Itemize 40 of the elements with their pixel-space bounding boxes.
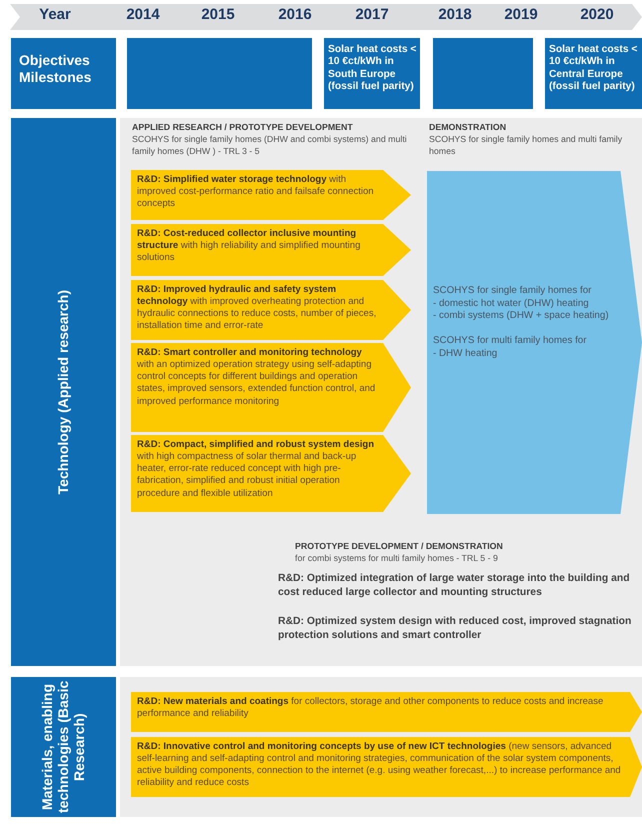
year-label: 2014 [126, 6, 160, 23]
section-heading: PROTOTYPE DEVELOPMENT / DEMONSTRATION [295, 541, 504, 553]
arrow-banner: R&D: Innovative control and monitoring concepts by use of new ICT technologies (new sensors, advanced self-learning and self-adapting control and monitoring strategies, communication of the solar system components, active building components, connection to the internet (e.g. using weather forecast,...) to increase performance and reliability and reduce costs [131, 737, 642, 797]
year-label: 2018 [438, 6, 472, 23]
arrow-banner: R&D: Improved hydraulic and safety system technology with improved overheating protection and hydraulic connections to reduce costs, number of pieces, installation time and error-rate [131, 280, 411, 340]
arrow-banner: R&D: Simplified water storage technology with improved cost-performance ratio and failsafe connection concepts [131, 170, 411, 220]
row-header: Objectives Milestones [11, 38, 116, 109]
subtitle: for combi systems for multi family homes - TRL 5 - 9 [295, 553, 499, 565]
list-text: - DHW heating [433, 348, 498, 361]
arrow-banner [427, 171, 642, 514]
year-label: 2015 [201, 6, 235, 23]
arrow-banner: R&D: Cost-reduced collector inclusive mounting structure with high reliability and simplified mounting solutions [131, 224, 411, 276]
list-text: - combi systems (DHW + space heating) [433, 310, 610, 324]
row-header: Year [39, 6, 71, 23]
research-item: R&D: Optimized system design with reduced cost, improved stagnation protection solutions and smart controller [278, 615, 632, 642]
subtitle: SCOHYS for single family homes (DHW and combi systems) and multi family homes (DHW ) - TRL 3 - 5 [132, 134, 408, 158]
subtitle: SCOHYS for single family homes and multi family homes [429, 134, 624, 158]
list-text: SCOHYS for multi family homes for [433, 335, 588, 348]
year-label: 2016 [278, 6, 312, 23]
row-header-box [11, 118, 116, 666]
arrow-banner: R&D: Compact, simplified and robust system design with high compactness of solar thermal and back-up heater, error-rate reduced concept with high pre-fabrication, simplified and robust initial operation procedure and flexible utilization [131, 435, 411, 512]
research-item: R&D: Optimized integration of large water storage into the building and cost reduced large collector and mounting structures [278, 572, 631, 600]
milestone-box [127, 38, 312, 109]
section-heading: DEMONSTRATION [429, 122, 508, 134]
section-heading: APPLIED RESEARCH / PROTOTYPE DEVELOPMENT [132, 122, 354, 134]
row-header: Materials, enabling technologies (Basic Research) [39, 680, 88, 816]
year-label: 2017 [355, 6, 389, 23]
milestone-box: Solar heat costs < 10 €ct/kWh in South Europe (fossil fuel parity) [324, 38, 420, 109]
milestone-box [433, 38, 533, 109]
arrow-banner: R&D: Smart controller and monitoring technology with an optimized operation strategy using self-adapting control concepts for different buildings and operation states, improved sensors, extended function control, and improved performance monitoring [131, 343, 411, 432]
year-label: 2020 [580, 6, 614, 23]
milestone-box: Solar heat costs < 10 €ct/kWh in Central Europe (fossil fuel parity) [545, 38, 642, 109]
arrow-banner: R&D: New materials and coatings for collectors, storage and other components to reduce costs and increase performance and reliability [131, 692, 642, 732]
panel-background [120, 118, 642, 666]
list-text: SCOHYS for single family homes for [433, 285, 592, 298]
list-text: - domestic hot water (DHW) heating [433, 298, 590, 310]
row-header: Technology (Applied research) [55, 290, 72, 494]
panel-background [120, 677, 642, 817]
row-header-box [11, 677, 116, 817]
year-label: 2019 [504, 6, 538, 23]
